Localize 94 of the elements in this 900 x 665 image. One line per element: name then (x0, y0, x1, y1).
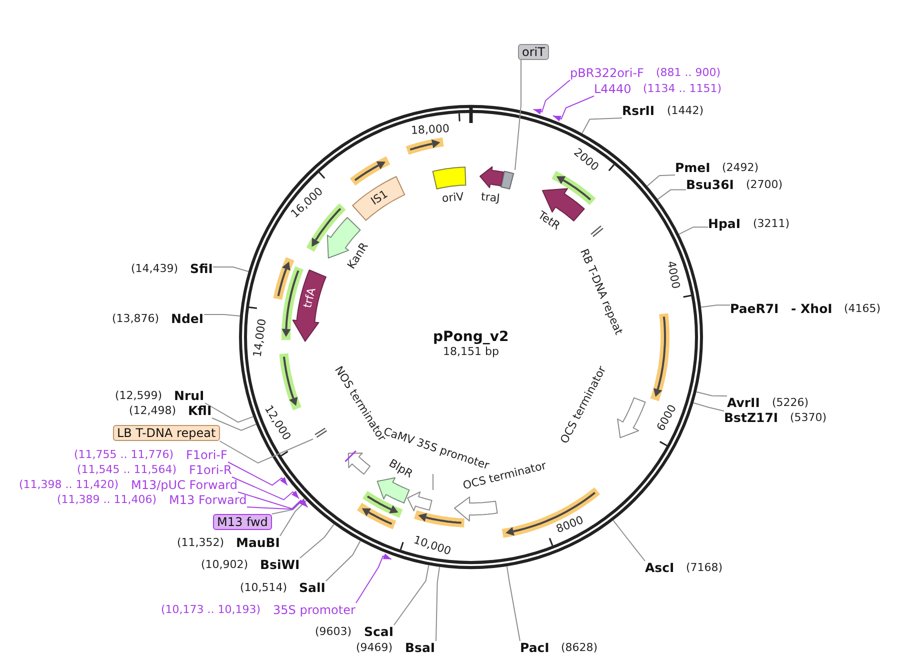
leader-line (326, 540, 361, 582)
primer-position: (881 .. 900) (656, 66, 721, 80)
enzyme-name: PacI (520, 641, 550, 655)
enzyme-name: RsrII (622, 104, 655, 118)
enzyme-name: SfiI (190, 262, 213, 276)
leader-line (271, 498, 305, 514)
leader-line (212, 266, 249, 272)
leader-line (394, 564, 430, 626)
primer-position: (11,398 .. 11,420) (19, 478, 119, 492)
cut-site-position: (1442) (667, 104, 704, 118)
leader-line (436, 566, 440, 642)
leader-line (514, 60, 522, 170)
primer-name: pBR322ori-F (570, 66, 644, 80)
cut-site-position: (10,514) (240, 581, 288, 595)
leader-line (532, 80, 570, 114)
cut-site-position: (9603) (315, 625, 352, 639)
cut-site-position: (5226) (772, 396, 809, 410)
scale-label: 6000 (654, 402, 680, 434)
plasmid-name: pPong_v2 (433, 330, 509, 344)
feature-tag: LB T-DNA repeat (113, 425, 220, 441)
leader-line (657, 189, 686, 200)
cut-site-position: (10,902) (201, 558, 248, 572)
cut-site-position: (7168) (686, 561, 723, 575)
enzyme-name: NdeI (171, 312, 204, 326)
leader-line (692, 402, 724, 412)
cut-site-position: (12,599) (115, 389, 162, 403)
feature-label: traJ (480, 190, 500, 206)
leader-line (228, 462, 288, 486)
enzyme-name: HpaI (708, 217, 740, 231)
primer-name: 35S promoter (273, 603, 356, 617)
leader-line (232, 476, 300, 500)
cut-site-position: (12,498) (129, 404, 176, 418)
enzyme-name: KflI (188, 404, 212, 418)
enzyme-name: NruI (174, 389, 204, 403)
leader-line (219, 438, 314, 464)
feature-label: trfA (300, 286, 320, 310)
cut-site-position: (13,876) (112, 312, 160, 326)
leader-line (238, 492, 308, 510)
enzyme-name: SalI (299, 581, 326, 595)
leader-line (204, 314, 240, 316)
enzyme-name: AscI (645, 561, 674, 575)
leader-line (300, 524, 334, 558)
cut-site-position: (8628) (561, 641, 598, 655)
leader-line (678, 226, 708, 235)
primer-position: (1134 .. 1151) (643, 82, 722, 96)
primer-name: F1ori-R (189, 463, 232, 477)
cut-site-position: (14,439) (131, 262, 178, 276)
cut-site-position: (2700) (746, 178, 783, 192)
cut-site-position: (4165) (844, 302, 881, 316)
scale-label: 18,000 (410, 122, 450, 138)
primer-position: (11,389 .. 11,406) (57, 493, 157, 507)
enzyme-name: BsiWI (260, 558, 300, 572)
leader-line (646, 174, 676, 186)
primer-name: M13/pUC Forward (131, 478, 238, 492)
leader-line (356, 554, 392, 604)
sequence-length: 18,151 bp (443, 345, 499, 359)
primer-name: M13 Forward (169, 493, 247, 507)
enzyme-name: AvrII (727, 396, 760, 410)
leader-line (700, 304, 730, 308)
enzyme-name: BsaI (405, 641, 436, 655)
cut-site-position: (11,352) (177, 536, 224, 550)
enzyme-name: - XhoI (791, 302, 832, 316)
leader-line (696, 391, 728, 396)
cut-site-position: (5370) (790, 411, 827, 425)
enzyme-name: MauBI (236, 536, 280, 550)
leader-line (212, 418, 256, 431)
feature-label: oriV (441, 190, 464, 206)
primer-name: L4440 (594, 82, 632, 96)
enzyme-name: BstZ17I (724, 411, 778, 425)
leader-line (506, 566, 520, 642)
enzyme-name: ScaI (364, 625, 394, 639)
leader-line (280, 500, 307, 536)
scale-label: 8000 (554, 512, 586, 536)
primer-position: (11,545 .. 11,564) (77, 463, 177, 477)
leader-line (432, 474, 434, 490)
scale-label: 4000 (663, 260, 682, 290)
cut-site-position: (3211) (753, 217, 790, 231)
primer-name: F1ori-F (186, 448, 228, 462)
leader-line (246, 500, 308, 510)
primer-position: (11,755 .. 11,776) (74, 448, 174, 462)
feature-tag: M13 fwd (213, 514, 272, 530)
leader-line (204, 402, 254, 423)
leader-line (612, 520, 646, 562)
primer-position: (10,173 .. 10,193) (161, 603, 261, 617)
cut-site-position: (2492) (722, 161, 759, 175)
leader-line (582, 118, 622, 134)
enzyme-name: PaeR7I (730, 302, 779, 316)
feature-label: IS1 (368, 187, 390, 209)
leader-line (552, 96, 594, 122)
scale-label: 14,000 (250, 318, 270, 358)
enzyme-name: PmeI (675, 161, 710, 175)
feature-tag: oriT (518, 44, 549, 60)
enzyme-name: Bsu36I (686, 178, 734, 192)
cut-site-position: (9469) (356, 641, 393, 655)
